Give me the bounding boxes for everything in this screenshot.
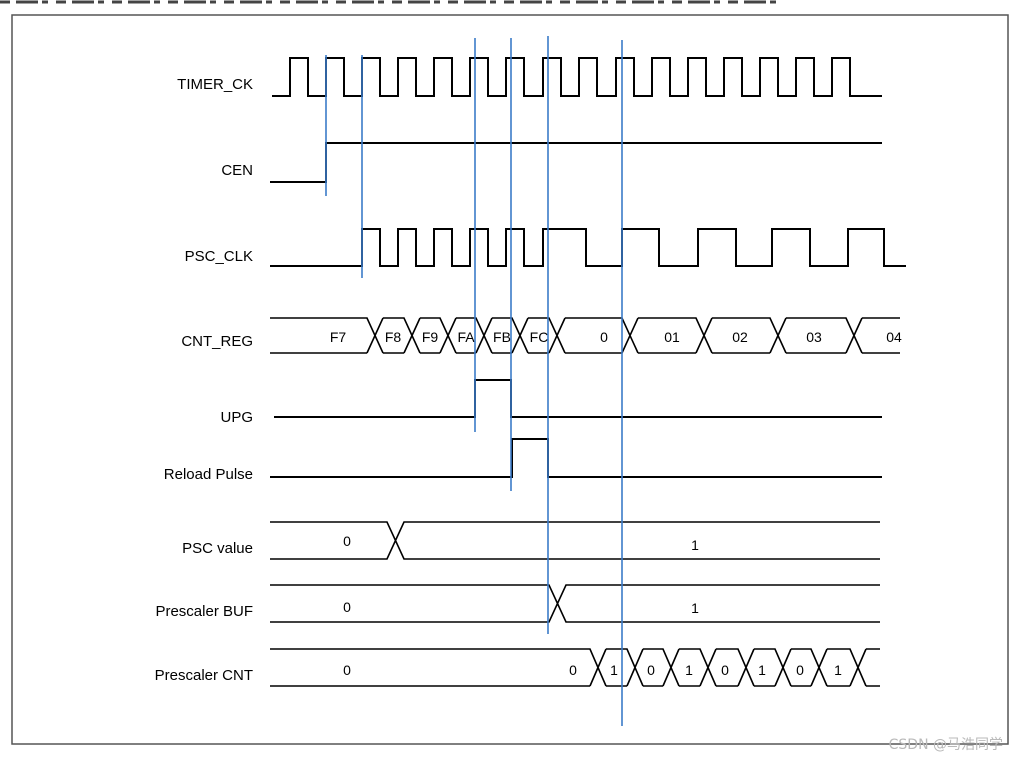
label-psc-clk: PSC_CLK	[185, 248, 253, 265]
label-cnt-reg: CNT_REG	[181, 333, 253, 350]
prescaler-cnt-value: 0	[721, 662, 729, 678]
prescaler-cnt-value: 0	[569, 662, 577, 678]
timing-markers	[325, 36, 623, 726]
cnt-reg-value: 03	[806, 329, 822, 345]
label-cen: CEN	[221, 162, 253, 179]
cnt-reg-value: F7	[330, 329, 347, 345]
prescaler-cnt-bus: 0 0 1 0 1 0 1 0 1	[270, 648, 880, 687]
psc-value-new: 1	[691, 537, 699, 553]
prescaler-cnt-value: 0	[647, 662, 655, 678]
prescaler-cnt-value: 1	[758, 662, 766, 678]
signal-labels: TIMER_CK CEN PSC_CLK CNT_REG UPG Reload …	[155, 76, 253, 684]
cnt-reg-value: F8	[385, 329, 402, 345]
label-psc-value: PSC value	[182, 540, 253, 557]
cnt-reg-value: FA	[457, 329, 475, 345]
prescaler-cnt-top-rail	[270, 648, 880, 687]
label-reload-pulse: Reload Pulse	[164, 466, 253, 483]
watermark: CSDN @马浩同学	[889, 737, 1003, 753]
cnt-reg-value: 01	[664, 329, 680, 345]
prescaler-cnt-value: 0	[796, 662, 804, 678]
prescaler-buf-old: 0	[343, 599, 351, 615]
timer-ck-waveform	[272, 57, 882, 97]
prescaler-cnt-value: 1	[834, 662, 842, 678]
prescaler-buf-new: 1	[691, 600, 699, 616]
prescaler-cnt-value: 1	[610, 662, 618, 678]
prescaler-cnt-value: 0	[343, 662, 351, 678]
upg-waveform	[274, 379, 882, 418]
label-prescaler-cnt: Prescaler CNT	[155, 667, 253, 684]
psc-value-bus: 0 1	[270, 521, 880, 560]
label-prescaler-buf: Prescaler BUF	[155, 603, 253, 620]
cnt-reg-value: F9	[422, 329, 439, 345]
reload-pulse-waveform	[270, 438, 882, 478]
label-timer-ck: TIMER_CK	[177, 76, 253, 93]
prescaler-buf-bus: 0 1	[270, 584, 880, 623]
cnt-reg-value: 02	[732, 329, 748, 345]
psc-value-old: 0	[343, 533, 351, 549]
cnt-reg-value: 04	[886, 329, 902, 345]
label-upg: UPG	[220, 409, 253, 426]
psc-clk-waveform	[270, 228, 906, 267]
cnt-reg-bus: F7 F8 F9 FA FB FC 0 01 02 03 04	[270, 317, 902, 354]
cnt-reg-value: FB	[493, 329, 511, 345]
cnt-reg-top-rail	[270, 317, 900, 354]
cnt-reg-value: 0	[600, 329, 608, 345]
prescaler-cnt-value: 1	[685, 662, 693, 678]
cnt-reg-value: FC	[530, 329, 549, 345]
diagram-frame	[11, 14, 1009, 745]
